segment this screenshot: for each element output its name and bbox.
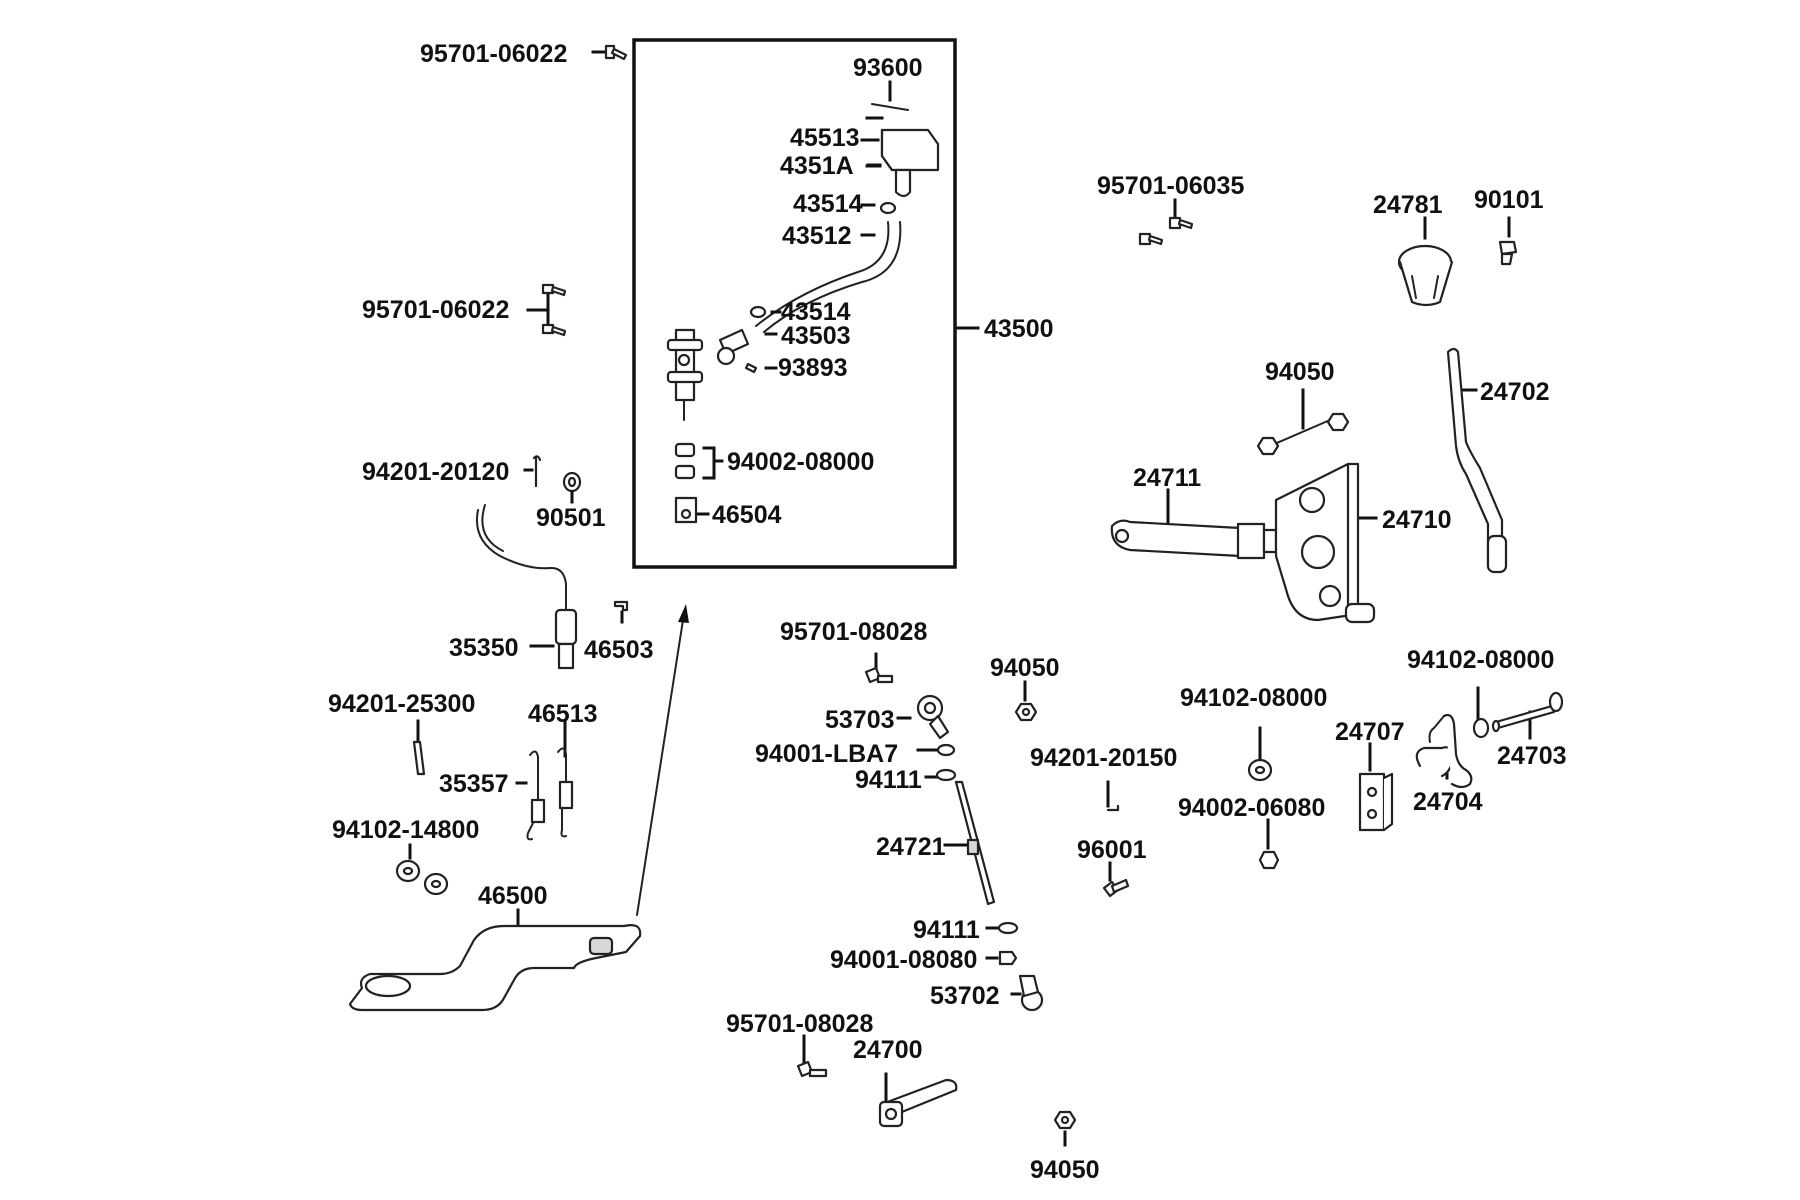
label-53703: 53703: [825, 706, 895, 734]
bolt-96001: [1102, 861, 1130, 898]
pin-94201-20120: [523, 455, 542, 488]
label-94201-20150: 94201-20150: [1030, 744, 1177, 772]
label-90501: 90501: [536, 504, 606, 532]
label-24781: 24781: [1373, 191, 1443, 219]
label-94102-08000-right: 94102-08000: [1407, 646, 1554, 674]
washers-94102-14800: [395, 843, 449, 896]
rod-end-53703: [896, 694, 950, 740]
label-46503: 46503: [584, 636, 654, 664]
label-95701-06035: 95701-06035: [1097, 172, 1244, 200]
label-95701-06022-mid: 95701-06022: [362, 296, 509, 324]
part-labels: 95701-06022 95701-06022 94201-20120 9050…: [328, 40, 1567, 1184]
bolt-95701-08028-bottom: [796, 1034, 828, 1078]
label-4351A: 4351A: [780, 152, 854, 180]
label-35357: 35357: [439, 770, 509, 798]
washer-94102-08000-left: [1247, 726, 1273, 782]
label-24710: 24710: [1382, 506, 1452, 534]
label-95701-08028-bottom: 95701-08028: [726, 1010, 873, 1038]
spring-24704: [1415, 713, 1473, 789]
label-94002-08000: 94002-08000: [727, 448, 874, 476]
arrow-to-master-cylinder: [636, 604, 689, 916]
lever-24711: [1110, 488, 1278, 560]
clevis-24707: [1358, 742, 1394, 832]
washer-94111-top: [924, 768, 957, 782]
label-90101: 90101: [1474, 186, 1544, 214]
nut-94002-06080: [1258, 818, 1280, 870]
label-96001: 96001: [1077, 836, 1147, 864]
knob-24781: [1397, 216, 1454, 307]
label-46504: 46504: [712, 501, 782, 529]
label-24711: 24711: [1133, 464, 1201, 492]
reservoir-93600-45513-4351A: [860, 80, 940, 198]
washer-90501: [562, 471, 582, 504]
label-43503: 43503: [781, 322, 851, 350]
springs-35357-46513: [515, 720, 574, 841]
switch-35350: [476, 504, 578, 670]
label-43514-top: 43514: [793, 190, 863, 218]
label-35350: 35350: [449, 634, 519, 662]
rod-end-53702: [1010, 974, 1044, 1012]
label-24704: 24704: [1413, 788, 1483, 816]
bolt-95701-08028-top: [864, 652, 894, 684]
bolts-95701-06035: [1138, 198, 1194, 246]
label-24721: 24721: [876, 833, 946, 861]
bolts-95701-06022-mid: [526, 283, 567, 337]
clevis-46504: [674, 496, 710, 524]
label-94201-25300: 94201-25300: [328, 690, 475, 718]
hose-43512-43514: [749, 201, 902, 333]
label-43512: 43512: [782, 222, 852, 250]
bolts-94050-top: [1256, 388, 1350, 456]
label-94001-08080: 94001-08080: [830, 946, 977, 974]
label-94002-06080: 94002-06080: [1178, 794, 1325, 822]
pin-24703: [1491, 691, 1564, 740]
nuts-94002-08000: [674, 442, 724, 480]
label-94050-bottom: 94050: [1030, 1156, 1100, 1184]
clip-46503: [613, 600, 629, 624]
nut-94050-bottom: [1053, 1110, 1077, 1147]
label-93893: 93893: [778, 354, 848, 382]
label-24707: 24707: [1335, 718, 1405, 746]
shift-lever-24702: [1446, 347, 1508, 574]
label-94001-LBA7: 94001-LBA7: [755, 740, 898, 768]
label-46500: 46500: [478, 882, 548, 910]
label-94050-top: 94050: [1265, 358, 1335, 386]
label-95701-08028-top: 95701-08028: [780, 618, 927, 646]
label-94050-mid: 94050: [990, 654, 1060, 682]
brake-pedal-46500: [348, 908, 642, 1012]
bracket-24710: [1274, 462, 1378, 624]
cotter-pin-94201-25300: [412, 719, 426, 776]
master-cylinder-assembly-frame: [632, 38, 980, 569]
bolt-95701-06022-top: [591, 44, 628, 61]
label-94102-08000-left: 94102-08000: [1180, 684, 1327, 712]
washer-94102-08000-right: [1472, 686, 1490, 739]
fitting-43503-93893: [716, 328, 778, 374]
label-93600: 93600: [853, 54, 923, 82]
label-53702: 53702: [930, 982, 1000, 1010]
label-43500: 43500: [984, 315, 1054, 343]
nut-94001-LBA7: [916, 743, 956, 757]
pin-94201-20150: [1106, 780, 1120, 812]
screw-90101: [1498, 216, 1518, 266]
washer-94111-bottom: [985, 921, 1019, 935]
label-94111-bottom: 94111: [913, 916, 980, 944]
master-cylinder-body: [666, 328, 704, 421]
label-94102-14800: 94102-14800: [332, 816, 479, 844]
label-24700: 24700: [853, 1036, 923, 1064]
label-94111-top: 94111: [855, 766, 922, 794]
label-45513: 45513: [790, 124, 860, 152]
label-94201-20120: 94201-20120: [362, 458, 509, 486]
label-43514-mid: 43514: [781, 298, 851, 326]
leader-lines: [865, 116, 884, 168]
nut-94050-mid: [1014, 680, 1038, 722]
label-95701-06022-top: 95701-06022: [420, 40, 567, 68]
nut-94001-08080: [985, 950, 1018, 966]
label-24703: 24703: [1497, 742, 1567, 770]
adjuster-rod-24721: [943, 780, 996, 906]
label-46513: 46513: [528, 700, 598, 728]
label-24702: 24702: [1480, 378, 1550, 406]
lever-24700: [878, 1072, 958, 1128]
